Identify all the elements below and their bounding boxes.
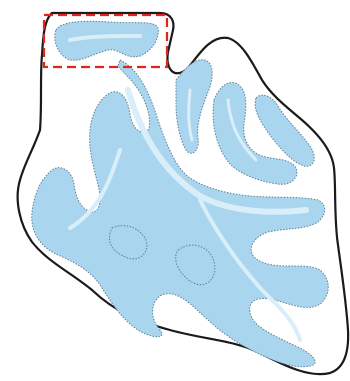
cerebellum-diagram [0,0,350,381]
